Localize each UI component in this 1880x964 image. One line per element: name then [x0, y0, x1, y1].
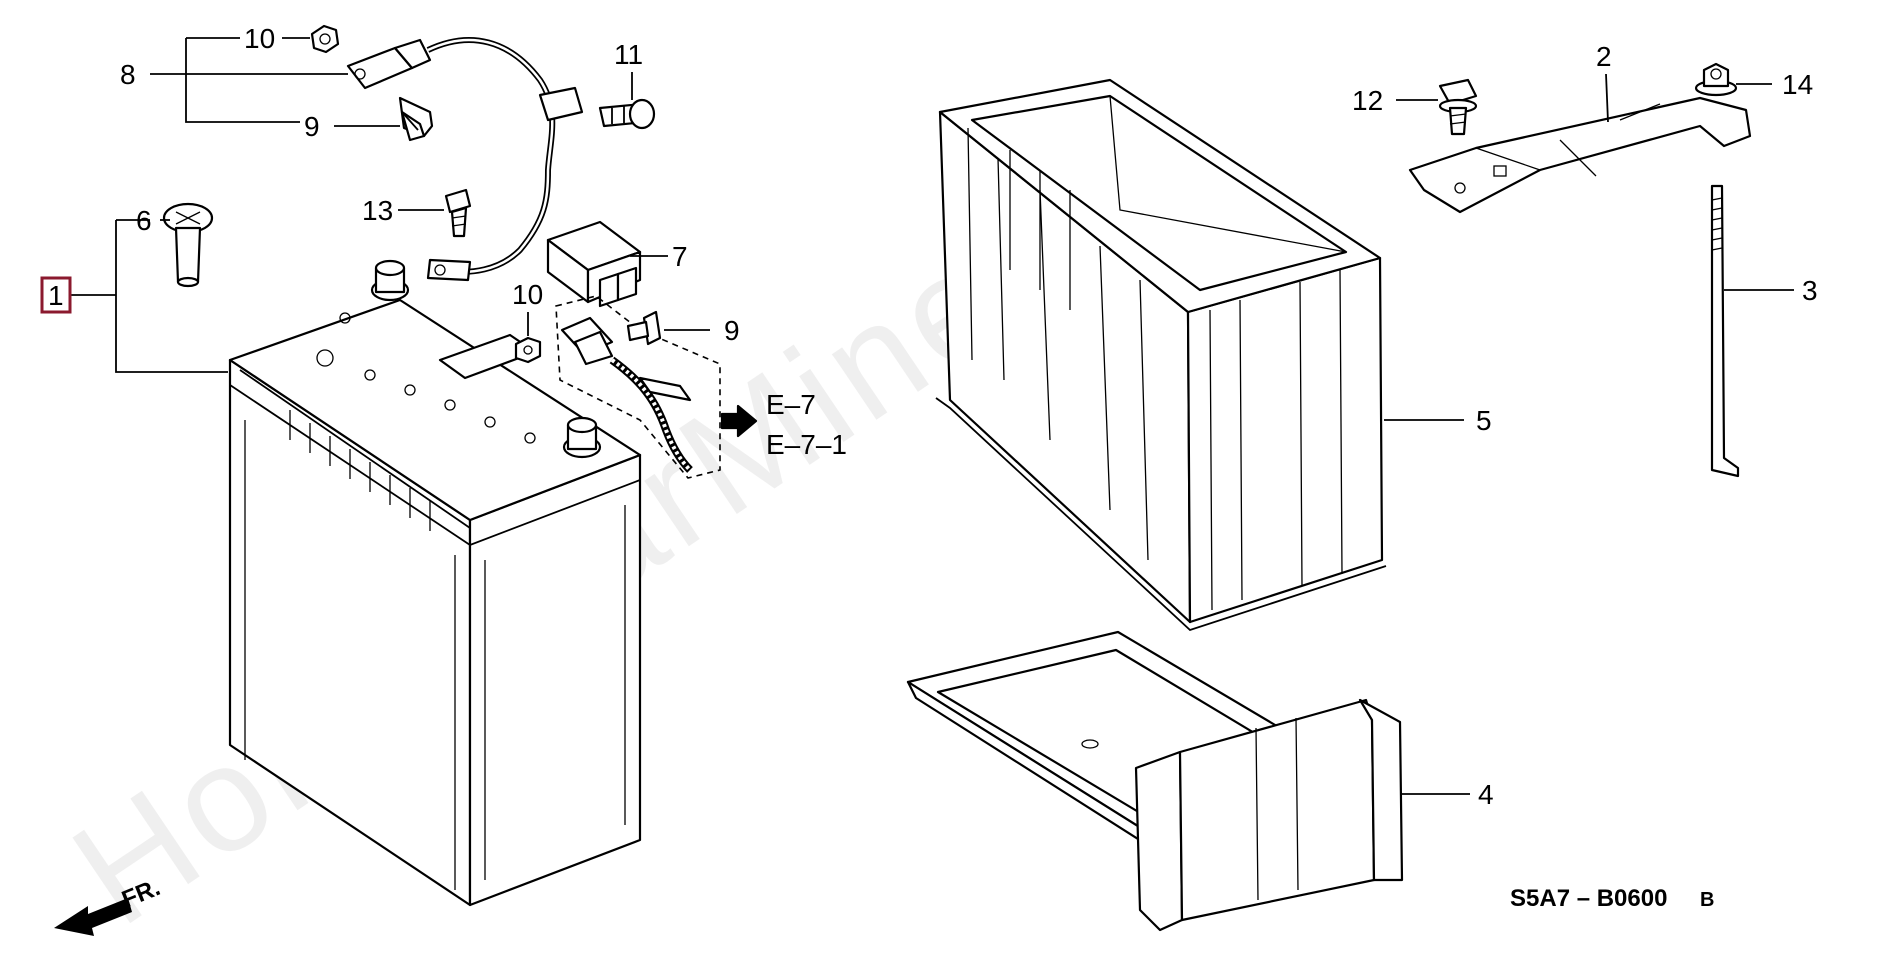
callout-12[interactable]: 12: [1352, 85, 1383, 116]
hold-down-bracket-2[interactable]: [1408, 96, 1752, 214]
callout-9-top[interactable]: 9: [304, 111, 320, 142]
callout-10-lower[interactable]: 10: [512, 279, 543, 310]
highlight-box-1: [40, 276, 72, 314]
leader-1: [70, 219, 228, 373]
leader-8: [150, 37, 348, 123]
hold-down-rod-3[interactable]: [1710, 184, 1740, 478]
callout-9-lower[interactable]: 9: [724, 315, 740, 346]
reference-e7-1[interactable]: E–7–1: [766, 429, 847, 460]
reference-arrow: [720, 404, 758, 438]
callout-13[interactable]: 13: [362, 195, 393, 226]
nut-14[interactable]: [1694, 62, 1738, 97]
battery-tray-4[interactable]: [906, 630, 1404, 932]
callout-1[interactable]: 1: [48, 280, 64, 311]
cap-plug-6[interactable]: [162, 202, 214, 288]
terminal-clamp-8[interactable]: [346, 38, 432, 90]
positive-cable-outline: [555, 295, 721, 479]
bolt-9-lower[interactable]: [626, 310, 662, 346]
bolt-12[interactable]: [1438, 78, 1478, 136]
leader-2: [1605, 73, 1609, 123]
front-direction-arrow: [54, 898, 132, 936]
callout-8[interactable]: 8: [120, 59, 136, 90]
nut-10-lower[interactable]: [514, 336, 542, 364]
battery-box-5[interactable]: [935, 78, 1387, 632]
callout-4[interactable]: 4: [1478, 779, 1494, 810]
callout-3[interactable]: 3: [1802, 275, 1818, 306]
nut-10-top[interactable]: [310, 24, 340, 54]
diagram-code: S5A7 – B0600: [1510, 885, 1667, 912]
reference-e7[interactable]: E–7: [766, 389, 816, 420]
callout-2[interactable]: 2: [1596, 41, 1612, 72]
fuse-box-7[interactable]: [546, 220, 642, 308]
bolt-13[interactable]: [444, 188, 472, 238]
bolt-9-top[interactable]: [398, 96, 434, 142]
callout-14[interactable]: 14: [1782, 69, 1813, 100]
ground-cable[interactable]: [426, 37, 556, 275]
callout-10-top[interactable]: 10: [244, 23, 275, 54]
callout-7[interactable]: 7: [672, 241, 688, 272]
positive-terminal[interactable]: [560, 316, 614, 366]
callout-6[interactable]: 6: [136, 205, 152, 236]
callout-11[interactable]: 11: [614, 39, 643, 70]
battery[interactable]: [228, 259, 642, 907]
diagram-revision: B: [1700, 889, 1714, 911]
bolt-11[interactable]: [598, 98, 656, 130]
callout-5[interactable]: 5: [1476, 405, 1492, 436]
